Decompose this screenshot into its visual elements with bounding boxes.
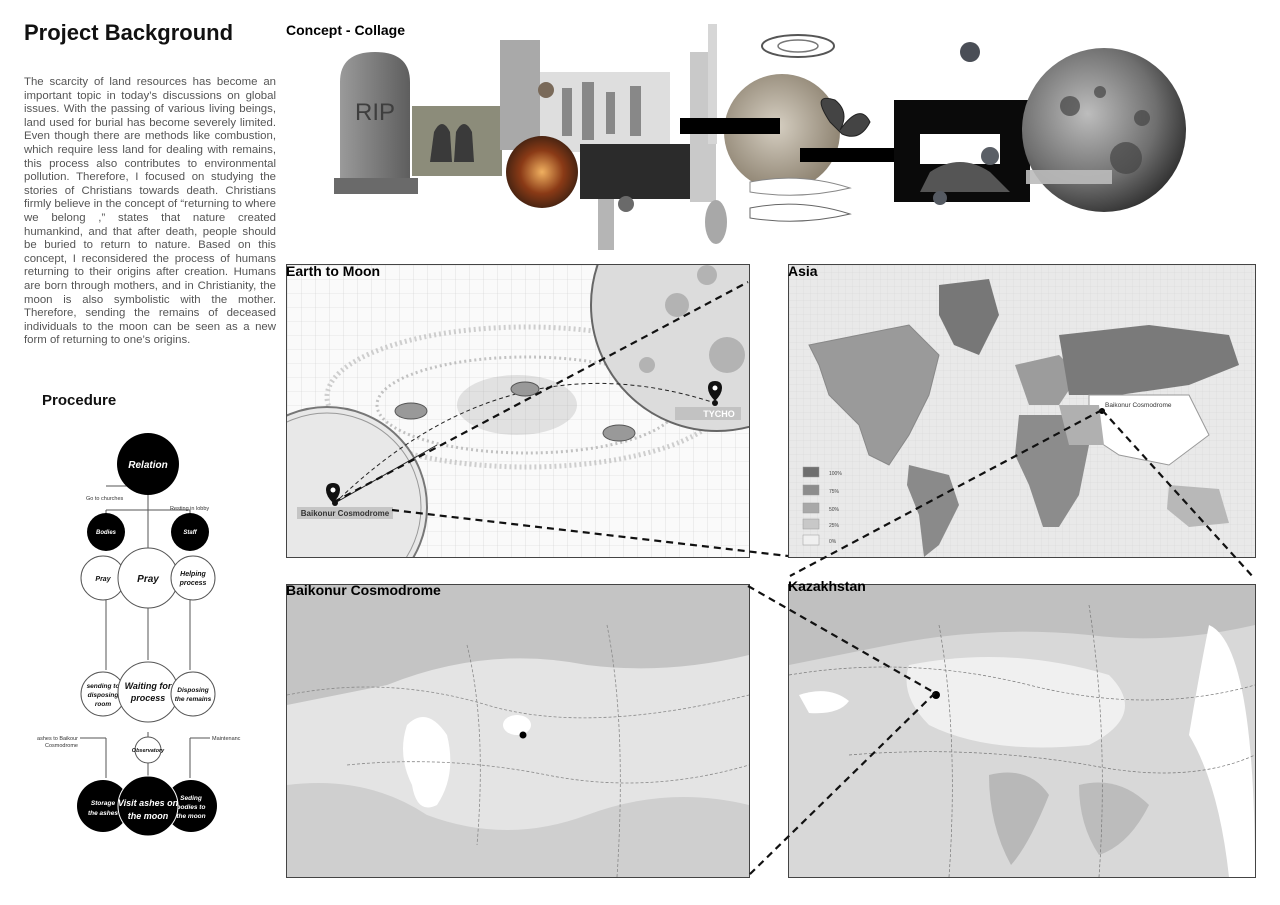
asia-marker-label: Baikonur Cosmodrome (1105, 402, 1172, 409)
node-observatory (134, 736, 162, 764)
node-pray-left-label: Pray (95, 576, 111, 583)
tombstone-text: RIP (355, 99, 395, 126)
legend-0: 0% (829, 539, 837, 545)
node-sending-label-1: sending to (87, 683, 120, 690)
russia (1059, 325, 1239, 395)
europe (1015, 355, 1079, 405)
capsule-3 (602, 424, 636, 442)
node-waiting (117, 661, 179, 723)
concept-collage: RIP (334, 24, 1186, 250)
legend-75: 75% (829, 489, 840, 495)
legend-swatch-75 (802, 484, 820, 496)
figure-outline (749, 203, 852, 222)
earth-to-moon-label: Earth to Moon (286, 263, 381, 279)
node-storage (77, 780, 129, 832)
legend-50: 50% (829, 507, 840, 513)
collage-bark-strip (500, 40, 540, 150)
node-visit (117, 775, 179, 837)
node-staff-label: Staff (183, 530, 197, 536)
node-sending-label-3: room (95, 701, 111, 708)
node-helping (170, 555, 216, 601)
node-seding (165, 780, 217, 832)
kazakhstan-label: Kazakhstan (788, 578, 866, 594)
collage-label: Concept - Collage (286, 22, 406, 38)
shell (705, 200, 727, 244)
capsule-2 (510, 381, 540, 397)
node-seding-label-1: Seding (180, 795, 202, 802)
baikonur-marker (519, 731, 527, 739)
pacific-coast (1189, 625, 1255, 877)
procedure-diagram: Relation Go to churches Resting in lobby… (37, 433, 241, 837)
annotation-resting-lobby: Resting in lobby (170, 506, 209, 512)
node-visit-label-2: the moon (128, 811, 169, 821)
node-bodies (87, 513, 125, 551)
annotation-go-churches: Go to churches (86, 496, 124, 502)
capsule-1 (394, 402, 428, 420)
node-waiting-label-1: Waiting for (125, 681, 172, 691)
collage-crowd (540, 72, 670, 152)
panel-kazakhstan (788, 584, 1256, 878)
node-seding-label-3: the moon (176, 813, 205, 820)
legend-25: 25% (829, 523, 840, 529)
panel-earth-to-moon: TYCHO Baikonur Cosmodrome (286, 264, 750, 558)
baikonur-map-label: Baikonur Cosmodrome (286, 582, 441, 598)
node-staff (171, 513, 209, 551)
background-paragraph: The scarcity of land resources has becom… (24, 76, 276, 347)
annotation-ashes-2: Cosmodrome (45, 743, 78, 749)
node-helping-label-2: process (179, 580, 207, 587)
earth-to-moon-graphic: TYCHO Baikonur Cosmodrome (287, 265, 749, 557)
node-bodies-label: Bodies (96, 530, 117, 536)
collage-black-band (680, 118, 780, 134)
india (989, 772, 1049, 865)
legend-swatch-0 (802, 534, 820, 546)
collage-fire-orb (506, 136, 578, 208)
node-waiting-label-2: process (130, 693, 166, 703)
legend-swatch-100 (802, 466, 820, 478)
node-relation (117, 433, 179, 495)
node-disposing (170, 671, 216, 717)
legend-swatch-50 (802, 502, 820, 514)
asia-world-map: Baikonur Cosmodrome 100% 75% 50% 25% 0% (789, 265, 1255, 557)
annotation-maintenance: Maintenanc (212, 736, 241, 742)
baikonur-map (287, 585, 749, 877)
panel-baikonur (286, 584, 750, 878)
legend-100: 100% (829, 471, 842, 477)
asia-label: Asia (788, 263, 818, 279)
baikonur-label: Baikonur Cosmodrome (301, 509, 390, 518)
full-moon (1022, 48, 1186, 212)
kazakhstan-map (789, 585, 1255, 877)
node-helping-label-1: Helping (180, 571, 206, 578)
node-sending-label-2: disposing (88, 692, 119, 699)
collage-dark-block (580, 144, 690, 199)
node-visit-label-1: Visit ashes on (118, 798, 179, 808)
procedure-title: Procedure (42, 392, 117, 409)
node-disposing-label-2: the remains (175, 696, 212, 703)
node-storage-label-1: Storage (91, 800, 116, 807)
tombstone (340, 52, 410, 182)
node-observatory-label: Observatory (132, 748, 165, 754)
galaxy (761, 34, 835, 58)
aral-sea (503, 715, 531, 735)
tycho-label: TYCHO (703, 409, 735, 419)
kazakhstan-marker (932, 691, 940, 699)
butterfly (820, 97, 871, 137)
node-seding-label-2: bodies to (177, 804, 206, 811)
node-relation-label: Relation (128, 460, 167, 471)
legend-swatch-25 (802, 518, 820, 530)
caspian-sea (403, 717, 451, 808)
greenland (939, 279, 999, 355)
panel-asia: Baikonur Cosmodrome 100% 75% 50% 25% 0% (788, 264, 1256, 558)
node-pray-label: Pray (137, 574, 159, 585)
small-planet (960, 42, 980, 62)
annotation-ashes-1: ashes to Baikour (37, 736, 78, 742)
page-title: Project Background (24, 20, 234, 45)
node-disposing-label-1: Disposing (177, 687, 208, 694)
node-storage-label-2: the ashes (88, 810, 118, 817)
